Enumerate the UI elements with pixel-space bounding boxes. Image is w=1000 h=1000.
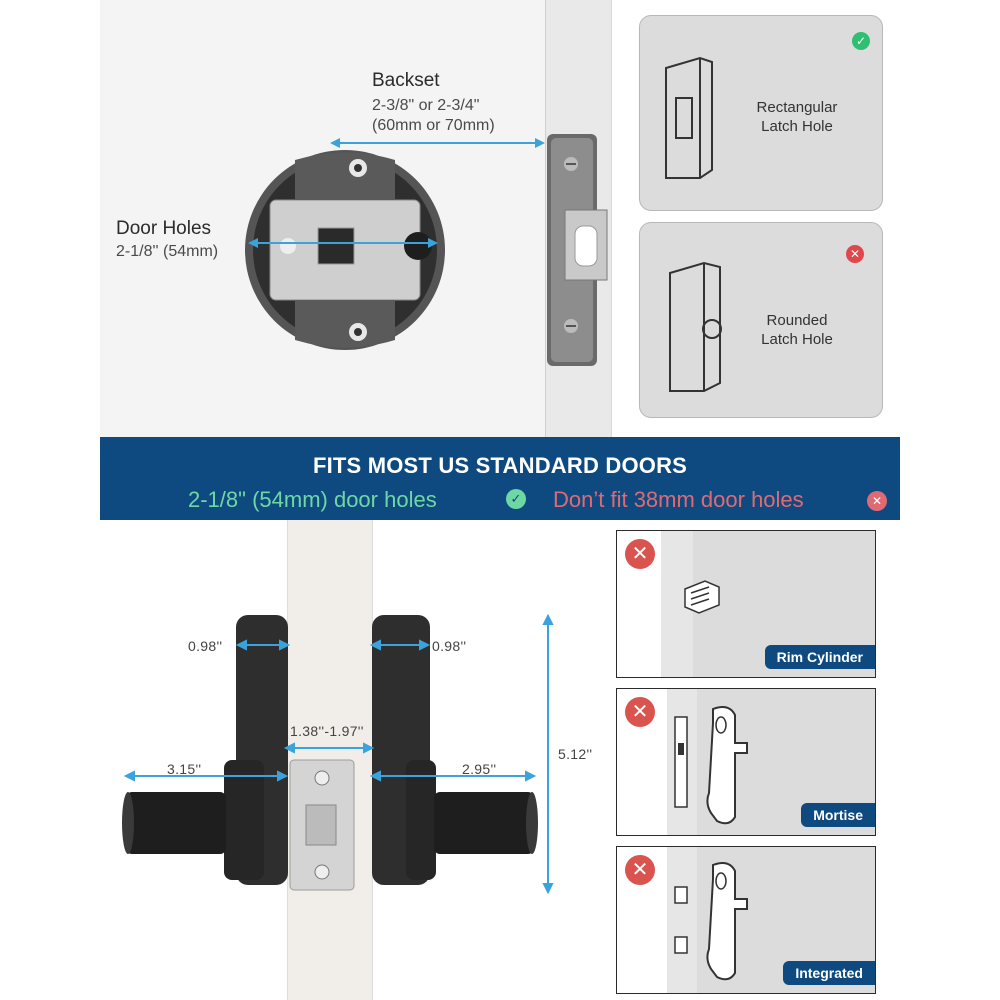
rectangular-latch-icon: [665, 56, 713, 179]
check-icon: ✓: [852, 32, 870, 50]
dim-right-top: 0.98'': [432, 638, 467, 654]
cross-icon: ✕: [846, 245, 864, 263]
integrated-panel: ✕ Integrated: [616, 846, 876, 994]
rectangular-latch-card: ✓ Rectangular Latch Hole: [639, 15, 883, 211]
cross-icon: ✕: [625, 539, 655, 569]
dimension-arrows: [123, 613, 554, 895]
rounded-latch-icon: [669, 261, 722, 392]
dim-left-top: 0.98'': [188, 638, 223, 654]
rim-cylinder-label: Rim Cylinder: [764, 645, 875, 669]
cross-icon: ✕: [625, 697, 655, 727]
rounded-latch-line1: Rounded: [766, 312, 828, 329]
mortise-panel: ✕ Mortise: [616, 688, 876, 836]
dim-height: 5.12'': [558, 746, 593, 762]
banner-title: FITS MOST US STANDARD DOORS: [312, 453, 688, 478]
backset-line1: 2-3/8" or 2-3/4": [372, 97, 480, 114]
banner-no-text: Don’t fit 38mm door holes: [553, 487, 804, 512]
backset-line2: (60mm or 70mm): [372, 117, 495, 134]
dim-right-lever: 2.95'': [462, 761, 497, 777]
door-hole-arrow: [248, 238, 438, 248]
backset-arrow: [330, 138, 545, 148]
latch-plate-illustration: [547, 134, 608, 366]
integrated-handle-icon: [674, 862, 748, 981]
integrated-label: Integrated: [783, 961, 875, 985]
rim-cylinder-panel: ✕ Rim Cylinder: [616, 530, 876, 678]
rectangular-latch-line1: Rectangular: [756, 99, 838, 116]
bore-hole-illustration: [245, 150, 445, 350]
banner-no-icon: ✕: [867, 491, 887, 511]
rectangular-latch-line2: Latch Hole: [761, 118, 833, 135]
door-holes-value: 2-1/8'' (54mm): [116, 243, 219, 260]
mortise-handle-icon: [674, 706, 748, 825]
panel-door-strip: [667, 847, 697, 993]
rounded-latch-card: ✕ Rounded Latch Hole: [639, 222, 883, 418]
banner-ok-icon: ✓: [506, 489, 526, 509]
lock-side-illustration: [122, 615, 538, 891]
door-holes-title: Door Holes: [116, 218, 212, 239]
banner-ok-text: 2-1/8" (54mm) door holes: [188, 487, 437, 512]
mortise-label: Mortise: [801, 803, 875, 827]
dim-left-lever: 3.15'': [167, 761, 202, 777]
backset-title: Backset: [372, 70, 440, 91]
rim-cylinder-icon: [684, 580, 720, 614]
rounded-latch-line2: Latch Hole: [761, 331, 833, 348]
cross-icon: ✕: [625, 855, 655, 885]
compatibility-banner: FITS MOST US STANDARD DOORS 2-1/8" (54mm…: [100, 437, 900, 520]
dim-thickness: 1.38''-1.97'': [290, 723, 364, 739]
